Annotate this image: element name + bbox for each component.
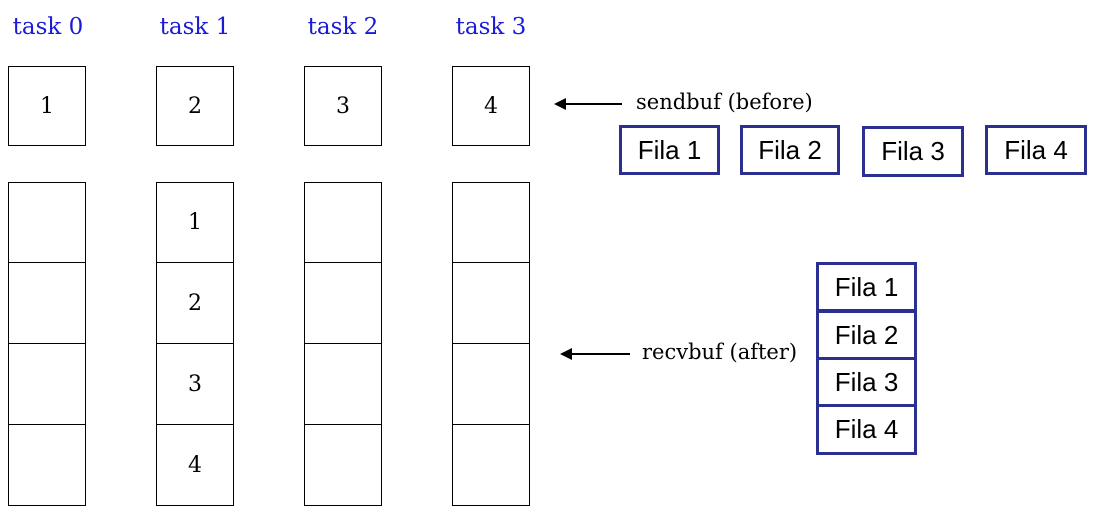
task-2-label: task 2 [307,14,379,40]
recvbuf-cell-task-0-slot-2 [8,343,86,425]
sendbuf-arrow [554,98,622,110]
recvbuf-cell-task-1-slot-0: 1 [156,182,234,263]
task-0-label: task 0 [12,14,84,40]
sendbuf-cell-task-3: 4 [452,66,530,146]
recvbuf-cell-task-2-slot-0 [304,182,382,263]
recvbuf-cell-task-2-slot-1 [304,262,382,344]
sendbuf-cell-task-0: 1 [8,66,86,146]
recvbuf-cell-task-3-slot-1 [452,262,530,344]
sendbuf-cell-task-1: 2 [156,66,234,146]
recvbuf-cell-task-0-slot-0 [8,182,86,263]
task-3-label: task 3 [455,14,527,40]
sendbuf-annotation: sendbuf (before) [636,90,813,114]
fila-column-box-4: Fila 4 [816,404,917,455]
sendbuf-cell-task-2: 3 [304,66,382,146]
fila-column-box-2: Fila 2 [816,310,917,360]
fila-row-box-2: Fila 2 [740,125,840,175]
recvbuf-cell-task-0-slot-1 [8,262,86,344]
recvbuf-cell-task-3-slot-3 [452,424,530,506]
fila-column-box-1: Fila 1 [816,262,917,312]
recvbuf-cell-task-1-slot-2: 3 [156,343,234,425]
recvbuf-cell-task-3-slot-2 [452,343,530,425]
recvbuf-cell-task-2-slot-3 [304,424,382,506]
fila-column-box-3: Fila 3 [816,357,917,407]
recvbuf-arrow [560,348,630,360]
recvbuf-cell-task-0-slot-3 [8,424,86,506]
task-1-label: task 1 [159,14,231,40]
fila-row-box-4: Fila 4 [985,125,1087,175]
recvbuf-cell-task-3-slot-0 [452,182,530,263]
recvbuf-cell-task-1-slot-3: 4 [156,424,234,506]
recvbuf-cell-task-1-slot-1: 2 [156,262,234,344]
fila-row-box-1: Fila 1 [619,125,720,175]
fila-row-box-3: Fila 3 [862,126,964,177]
recvbuf-cell-task-2-slot-2 [304,343,382,425]
recvbuf-annotation: recvbuf (after) [642,340,798,364]
